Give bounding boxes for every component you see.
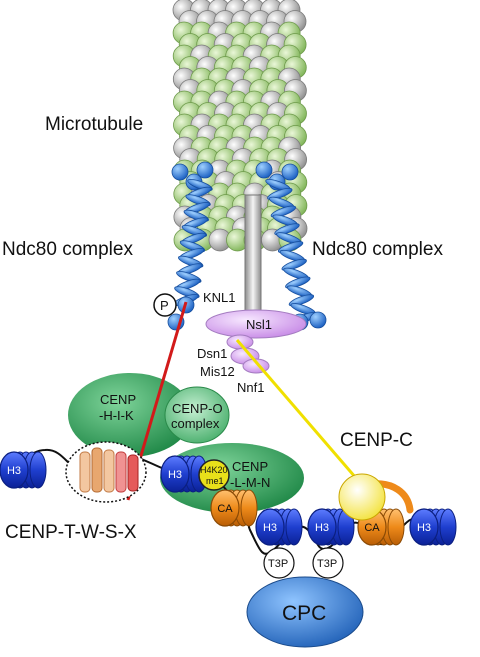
ndc80-globular-head (171, 163, 189, 181)
h3-nucleosome-1: H3 (0, 451, 47, 489)
knl1-rod (244, 194, 262, 321)
cenp-a-nucleosome-2-label: CA (364, 522, 380, 534)
h4k20-label-2: me1 (206, 476, 224, 486)
t3p-circle-2 (312, 547, 344, 579)
cenp-lmn-label-1: CENP (232, 459, 268, 474)
ndc80-coil-segment (267, 187, 293, 200)
ndc80-coil-segment (285, 276, 311, 289)
mis12-label: Mis12 (200, 364, 235, 379)
ndc80-coil-segment (281, 258, 307, 271)
h3-nucleosome-3: H3 (255, 508, 303, 546)
h3-nucleosome-2-label: H3 (168, 469, 182, 481)
cenp-o-complex (164, 386, 230, 444)
ndc80-coil-segment (270, 205, 297, 218)
ndc80-coil-segment (277, 241, 304, 254)
yellow-cenp-c-link (235, 339, 364, 486)
h3-nucleosome-4: H3 (307, 508, 355, 546)
ndc80-tail-globule (309, 311, 327, 329)
cenp-c-label: CENP-C (340, 430, 413, 451)
cenp-hik-label-2: -H-I-K (99, 408, 134, 423)
nsl1-label: Nsl1 (246, 317, 272, 332)
phospho-circle (153, 293, 177, 317)
ndc80-left-label: Ndc80 complex (2, 239, 133, 260)
cenp-a-nucleosomes: CA CA (210, 489, 405, 546)
phospho-label: P (160, 298, 169, 313)
cpc-label: CPC (282, 602, 326, 625)
h3-nucleosome-4-label: H3 (315, 522, 329, 534)
ndc80-globular-head (196, 161, 214, 179)
cenp-o-label-1: CENP-O (172, 401, 223, 416)
ndc80-globular-head (255, 161, 273, 179)
cenp-c-ball (338, 473, 386, 521)
cenp-lmn-label-2: -L-M-N (230, 475, 270, 490)
dsn1-label: Dsn1 (197, 346, 227, 361)
cenp-twsx-label: CENP-T-W-S-X (5, 522, 137, 543)
nsl1-ellipse (205, 309, 307, 339)
cenp-a-nucleosome-1: CA (210, 489, 258, 527)
cenp-hik-complex (68, 373, 192, 457)
h3-nucleosome-5: H3 (409, 508, 457, 546)
ndc80-coil-segment (288, 294, 315, 307)
t3p-label-1: T3P (268, 558, 288, 570)
ndc80-right-label: Ndc80 complex (312, 239, 443, 260)
cenp-twsx-nucleosome (65, 441, 147, 503)
ndc80-globular-head (281, 163, 299, 181)
cenp-a-nucleosome-1-label: CA (217, 503, 233, 515)
nnf1-label: Nnf1 (237, 380, 264, 395)
h4k20-label-1: H4K20 (200, 465, 228, 475)
t3p-circle-1 (263, 547, 295, 579)
h3-nucleosome-5-label: H3 (417, 522, 431, 534)
cenp-o-label-2: complex (171, 416, 220, 431)
t3p-label-2: T3P (317, 558, 337, 570)
ndc80-coil-segment (274, 223, 300, 236)
knl1-label: KNL1 (203, 290, 236, 305)
cpc-ellipse (246, 576, 364, 648)
h4k20me1-circle (198, 459, 230, 491)
ndc80-complex-right (255, 161, 327, 331)
h3-nucleosome-3-label: H3 (263, 522, 277, 534)
h3-nucleosome-1-label: H3 (7, 465, 21, 477)
cenp-hik-label-1: CENP (100, 392, 136, 407)
microtubule-label: Microtubule (45, 114, 143, 135)
ndc80-complex-left (167, 161, 214, 331)
